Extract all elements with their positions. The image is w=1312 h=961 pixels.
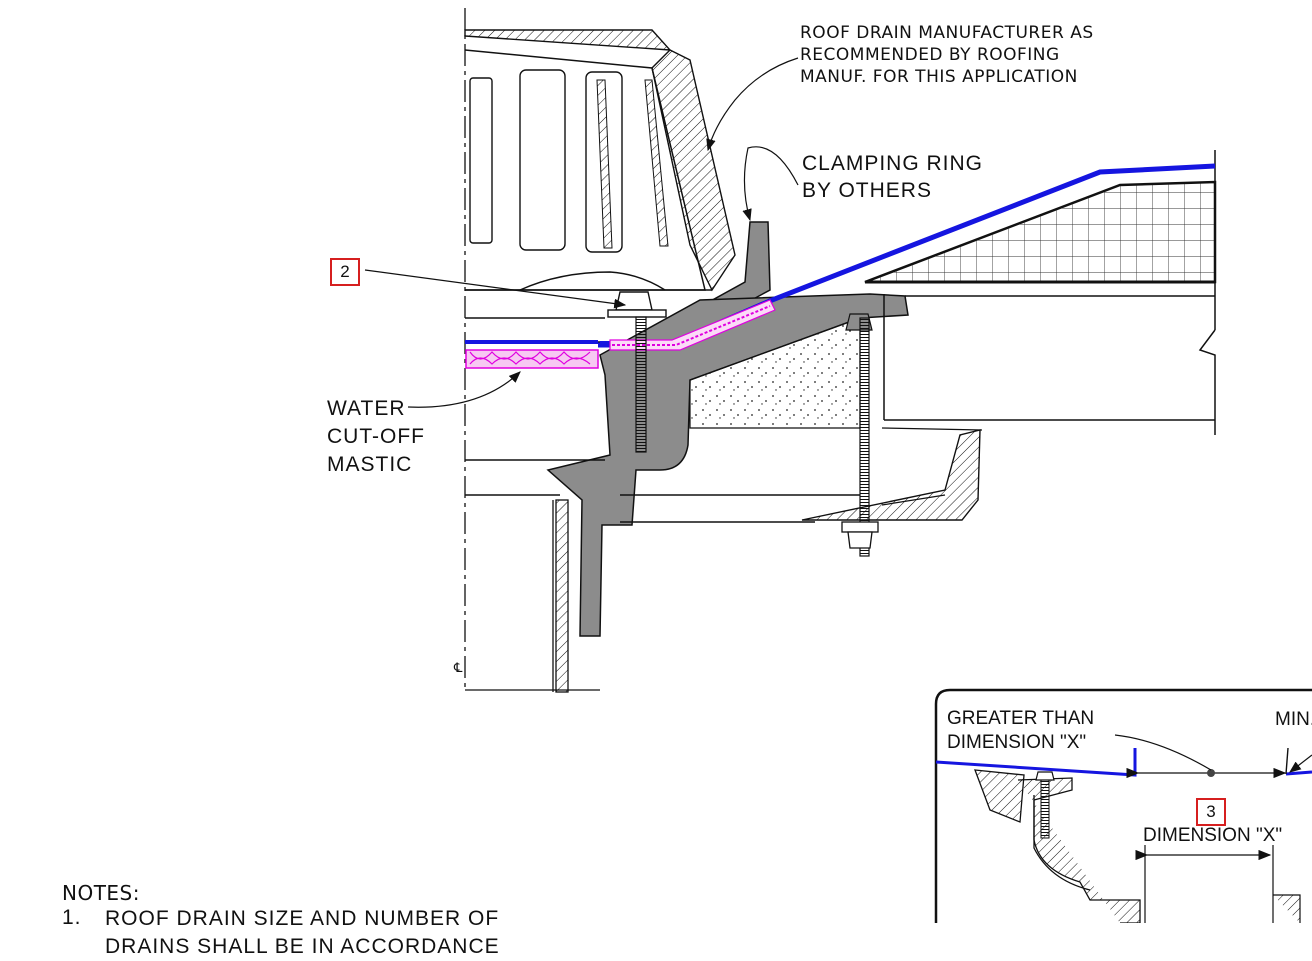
callout-tag-3: 3 [1196, 798, 1226, 826]
mastic-label: WATER CUT-OFF MASTIC [327, 395, 425, 479]
manufacturer-line-1: ROOF DRAIN MANUFACTURER AS [800, 23, 1094, 43]
clamping-ring-line-2: BY OTHERS [802, 179, 932, 202]
roof-drain-detail-drawing [364, 8, 1312, 923]
centerline-symbol: ℄ [454, 661, 463, 676]
notes-heading: NOTES: [62, 881, 140, 905]
drain-pipe [552, 499, 569, 693]
mastic-line-1: WATER [327, 397, 406, 420]
inset-min-label: MIN. [1275, 709, 1312, 730]
note-1-line-1: ROOF DRAIN SIZE AND NUMBER OF [105, 907, 500, 930]
inset-detail [934, 688, 1312, 923]
manufacturer-note: ROOF DRAIN MANUFACTURER AS RECOMMENDED B… [800, 22, 1094, 88]
note-1-line-2: DRAINS SHALL BE IN ACCORDANCE [105, 935, 500, 958]
deck-clamp-bolt [841, 313, 879, 557]
note-1-number: 1. [62, 906, 82, 929]
inset-greater-line-2: DIMENSION "X" [947, 732, 1087, 753]
inset-greater-line-1: GREATER THAN [947, 708, 1095, 729]
mastic-line-2: CUT-OFF [327, 425, 425, 448]
manufacturer-line-2: RECOMMENDED BY ROOFING [800, 45, 1060, 65]
leader-mastic [407, 371, 521, 408]
mastic-line-3: MASTIC [327, 453, 413, 476]
clamping-ring-label: CLAMPING RING BY OTHERS [802, 150, 983, 204]
strainer-dome [464, 29, 736, 292]
cutoff-mastic [465, 299, 776, 369]
callout-tag-2: 2 [330, 258, 360, 286]
inset-dimension-label: DIMENSION "X" [1143, 825, 1283, 846]
clamping-ring-line-1: CLAMPING RING [802, 152, 984, 175]
note-1-text: ROOF DRAIN SIZE AND NUMBER OF DRAINS SHA… [105, 905, 500, 961]
underdeck-clamp [801, 429, 981, 521]
leader-tag-2 [364, 269, 627, 309]
leader-clamping-ring [742, 146, 799, 222]
leader-manufacturer [706, 57, 799, 152]
manufacturer-line-3: MANUF. FOR THIS APPLICATION [800, 67, 1078, 87]
inset-greater-label: GREATER THAN DIMENSION "X" [947, 707, 1094, 755]
